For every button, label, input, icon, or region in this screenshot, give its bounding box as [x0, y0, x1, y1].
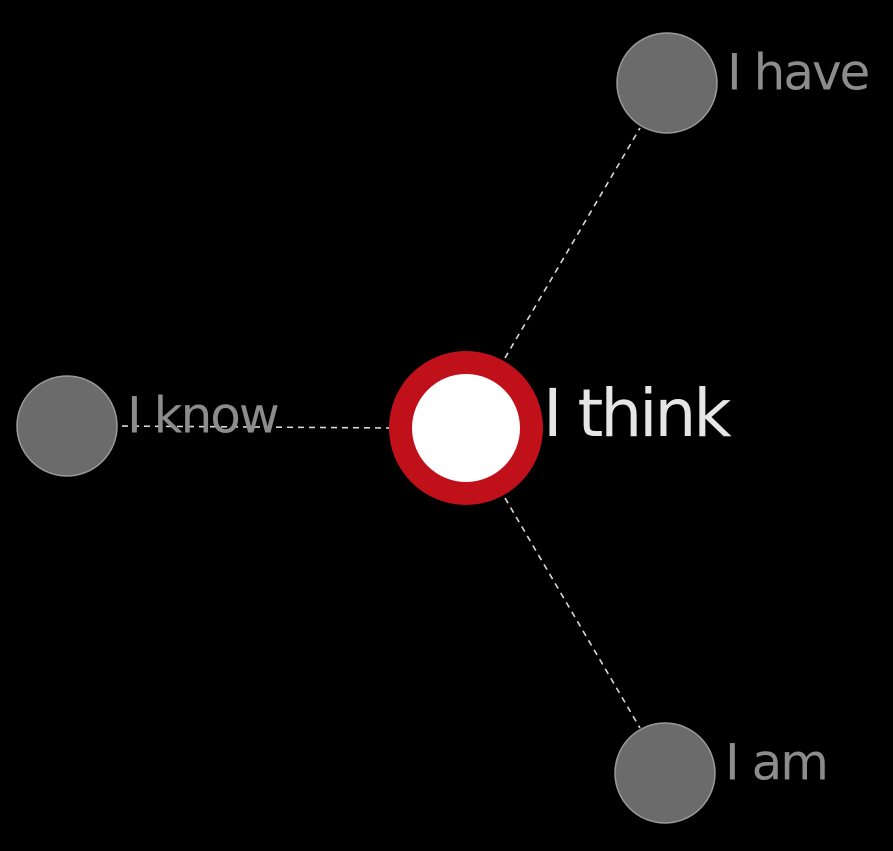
node-have-circle[interactable] [616, 32, 718, 134]
node-am[interactable]: I am [614, 722, 829, 824]
node-know-label: I know [127, 387, 278, 445]
edge-think-have [504, 127, 641, 359]
center-node-label: I think [543, 375, 732, 452]
node-have[interactable]: I have [616, 32, 871, 134]
node-know-circle[interactable] [16, 375, 118, 477]
edge-think-know [114, 425, 393, 429]
edge-think-am [504, 497, 641, 729]
node-know[interactable]: I know [16, 375, 280, 477]
edges [114, 127, 641, 729]
node-am-label: I am [725, 734, 827, 792]
center-node-core[interactable] [412, 374, 520, 482]
node-am-circle[interactable] [614, 722, 716, 824]
node-think[interactable]: I think [389, 351, 735, 505]
node-have-label: I have [727, 44, 869, 102]
